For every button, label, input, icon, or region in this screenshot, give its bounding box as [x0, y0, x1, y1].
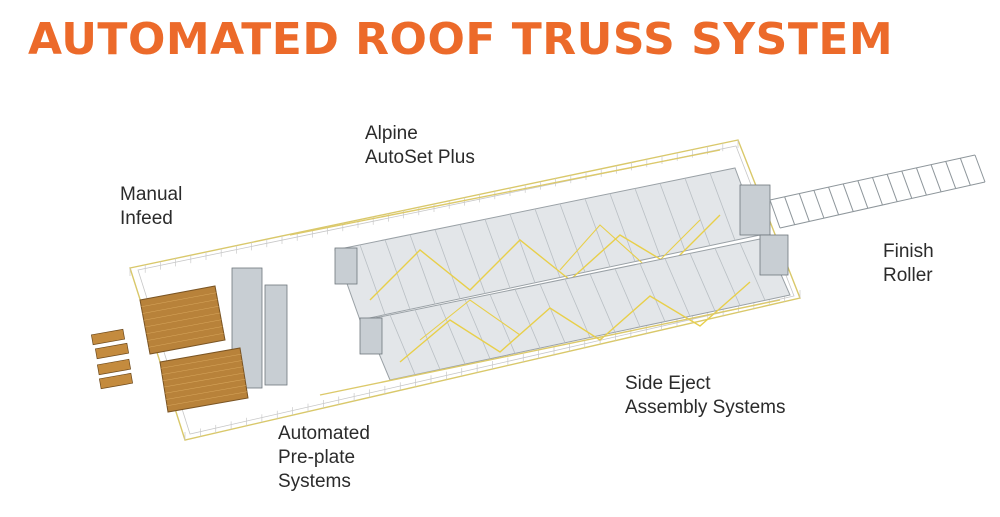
- roller-bar: [930, 164, 942, 193]
- table-divider: [709, 172, 736, 241]
- page-title: AUTOMATED ROOF TRUSS SYSTEM: [28, 14, 894, 65]
- lumber-board: [143, 305, 219, 321]
- lumber-board: [166, 391, 248, 407]
- roller-bar: [842, 183, 854, 212]
- roller-bar: [798, 193, 810, 222]
- table-divider: [609, 193, 636, 262]
- table-divider: [559, 203, 586, 273]
- lumber-board: [164, 378, 246, 394]
- finish-roller: [769, 154, 986, 229]
- lumber-board: [161, 360, 243, 375]
- table-divider: [634, 188, 661, 257]
- table-divider: [409, 234, 436, 305]
- table-divider: [359, 244, 386, 315]
- roller-bar: [886, 174, 898, 202]
- lumber-board: [163, 372, 245, 388]
- floor-rails: [289, 149, 781, 396]
- lumber-board: [142, 299, 218, 314]
- roller-bar: [959, 158, 971, 186]
- table-divider: [614, 268, 641, 328]
- table-divider: [384, 239, 411, 310]
- table-divider: [689, 253, 716, 312]
- roller-bar: [872, 177, 883, 206]
- lumber-board: [141, 292, 217, 308]
- lumber-bays: [139, 285, 249, 413]
- roller-bar: [974, 154, 986, 183]
- table-divider: [564, 278, 591, 338]
- upper-assembly-line: [334, 167, 761, 321]
- table-divider: [664, 258, 691, 317]
- roller-bar: [784, 196, 796, 225]
- roller-bar: [769, 199, 781, 229]
- lumber-board: [162, 366, 244, 382]
- table-divider: [459, 224, 486, 294]
- table-divider: [714, 248, 741, 306]
- lumber-board: [165, 385, 247, 400]
- roller-bar: [828, 186, 840, 216]
- table-divider: [484, 219, 511, 289]
- roller-bar: [915, 167, 927, 196]
- lumber-board: [144, 312, 221, 328]
- lumber-board: [147, 326, 223, 341]
- roller-bar: [945, 161, 957, 189]
- table-divider: [514, 289, 541, 349]
- lumber-board: [146, 319, 222, 335]
- table-divider: [534, 208, 561, 278]
- table-divider: [684, 178, 711, 246]
- table-divider: [584, 198, 611, 268]
- table-divider: [439, 304, 466, 365]
- table-divider: [489, 294, 516, 354]
- table-divider: [539, 283, 566, 343]
- lumber-stacks: [90, 328, 134, 390]
- roller-bar: [857, 180, 869, 209]
- lower-assembly-line: [364, 237, 791, 381]
- table-divider: [389, 314, 416, 375]
- roller-bar: [901, 170, 913, 199]
- table-divider: [464, 299, 491, 359]
- lumber-board: [148, 332, 224, 348]
- table-divider: [434, 229, 461, 299]
- table-divider: [739, 242, 766, 301]
- roller-bar: [813, 190, 825, 219]
- lumber-board: [160, 353, 242, 369]
- table-divider: [639, 263, 666, 322]
- table-divider: [509, 213, 536, 283]
- table-divider: [589, 273, 616, 333]
